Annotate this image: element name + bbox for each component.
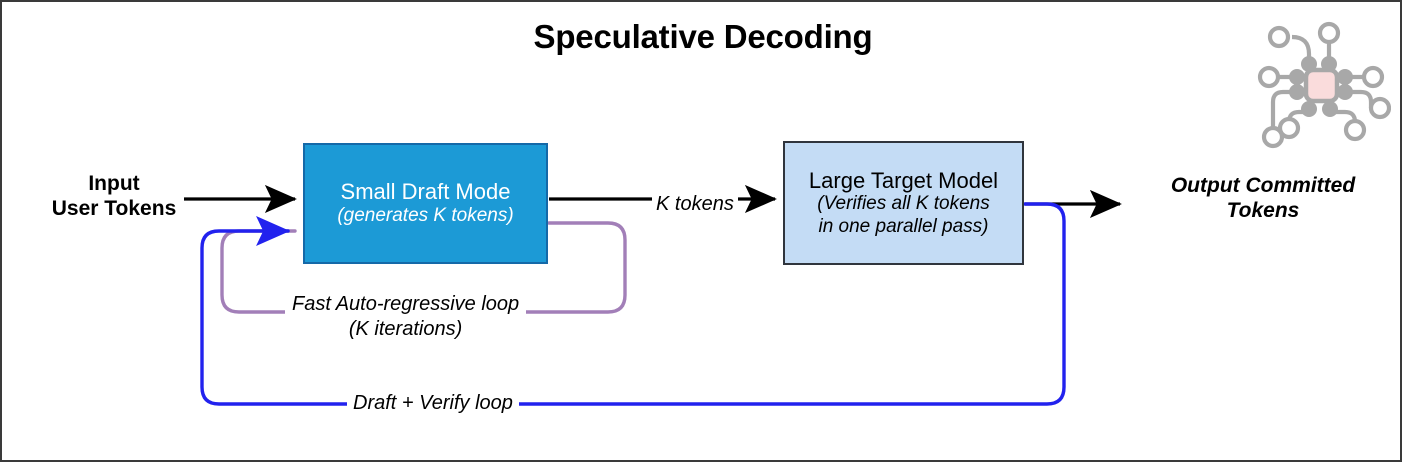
edge-label-k-tokens: K tokens xyxy=(652,192,738,217)
draft-box-title: Small Draft Mode xyxy=(340,179,511,205)
output-label-line2: Tokens xyxy=(1226,198,1300,222)
large-target-model-box[interactable]: Large Target Model (Verifies all K token… xyxy=(783,141,1024,265)
page-title: Speculative Decoding xyxy=(533,18,873,55)
draft-box-subtitle: (generates K tokens) xyxy=(337,204,514,226)
edge-label-draft-verify-loop: Draft + Verify loop xyxy=(347,391,519,416)
input-tokens-label: Input User Tokens xyxy=(14,172,214,222)
target-box-title: Large Target Model xyxy=(808,167,999,193)
output-label-line1: Output Committed xyxy=(1170,174,1356,197)
input-label-line1: Input xyxy=(88,172,140,195)
target-box-subtitle-line2: in one parallel pass) xyxy=(818,215,989,237)
target-box-subtitle-line1: (Verifies all K tokens xyxy=(817,192,990,214)
fast-loop-label-line1: Fast Auto-regressive loop xyxy=(292,293,520,315)
microchip-icon xyxy=(1257,21,1391,149)
chip-core xyxy=(1303,67,1340,104)
edge-label-fast-loop: Fast Auto-regressive loop (K iterations) xyxy=(285,292,527,342)
small-draft-model-box[interactable]: Small Draft Mode (generates K tokens) xyxy=(303,143,548,264)
input-label-line2: User Tokens xyxy=(51,196,177,220)
fast-loop-label-line2: (K iterations) xyxy=(348,318,463,340)
output-tokens-label: Output Committed Tokens xyxy=(1127,174,1399,224)
edge-draft-verify-loop xyxy=(200,202,1066,406)
